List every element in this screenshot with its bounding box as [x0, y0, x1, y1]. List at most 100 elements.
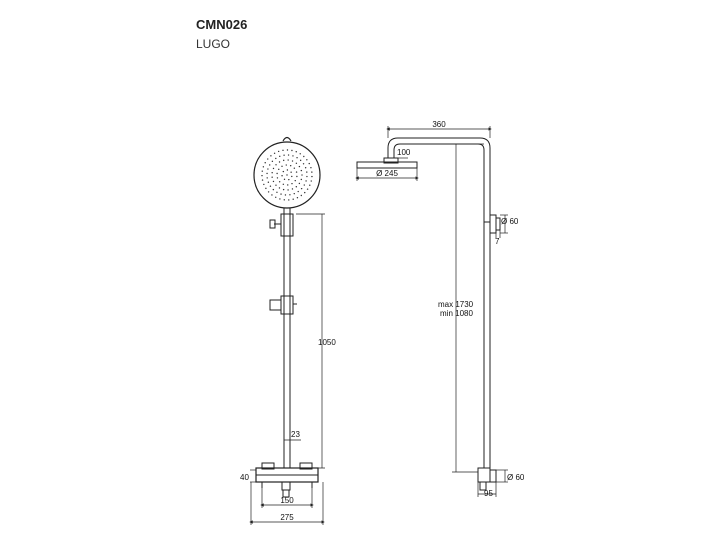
nozzle-dot	[301, 174, 303, 176]
nozzle-dot	[272, 180, 275, 183]
nozzle-dot	[294, 179, 296, 182]
nozzle-dot	[264, 162, 266, 164]
dim-mixer-height: 40	[240, 473, 249, 482]
shower-head-front	[253, 141, 321, 209]
nozzle-dot	[291, 160, 294, 162]
nozzle-dot	[288, 178, 290, 181]
nozzle-dot	[273, 152, 276, 154]
nozzle-dot	[261, 174, 263, 177]
nozzle-dot	[263, 183, 265, 186]
nozzle-dot	[287, 184, 289, 186]
side-view	[355, 126, 508, 497]
nozzle-dot	[291, 182, 293, 185]
nozzle-dot	[261, 170, 263, 172]
nozzle-dot	[267, 158, 269, 160]
nozzle-dot	[281, 175, 283, 177]
nozzle-dot	[295, 151, 297, 153]
nozzle-dot	[267, 181, 270, 183]
nozzle-dot	[271, 172, 273, 174]
nozzle-dot	[269, 185, 272, 187]
nozzle-dot	[287, 159, 289, 161]
nozzle-dot	[306, 175, 308, 178]
nozzle-dot	[282, 183, 285, 185]
nozzle-dot	[272, 167, 275, 170]
nozzle-dot	[271, 160, 274, 163]
dim-rail-offset: 23	[291, 430, 300, 439]
dim-wall-diameter: Ø 60	[507, 473, 525, 482]
nozzle-dot	[304, 167, 307, 169]
nozzle-dot	[306, 171, 308, 173]
nozzle-dot	[286, 174, 288, 176]
nozzle-dot	[291, 175, 293, 178]
nozzle-dot	[286, 169, 289, 171]
nozzle-dot	[289, 165, 292, 167]
nozzle-dot	[311, 175, 313, 178]
nozzle-dot	[296, 175, 298, 178]
nozzle-dot	[276, 177, 279, 179]
nozzle-dot	[287, 189, 289, 191]
shower-head-side	[356, 161, 418, 169]
nozzle-dot	[293, 192, 295, 195]
slider-holder	[280, 295, 294, 315]
dim-bracket-depth: 7	[495, 237, 500, 246]
nozzle-dot	[300, 169, 303, 172]
nozzle-dot	[276, 172, 278, 175]
nozzle-dot	[275, 164, 277, 166]
nozzle-dot	[292, 155, 294, 157]
shower-arm	[387, 137, 491, 468]
nozzle-dot	[306, 159, 308, 161]
nozzle-dot	[309, 184, 311, 186]
nozzle-dot	[303, 155, 305, 158]
nozzle-dot	[266, 172, 268, 175]
nozzle-dot	[295, 162, 298, 164]
nozzle-pattern	[261, 149, 313, 201]
nozzle-dot	[306, 188, 309, 190]
dim-arm-length: 360	[432, 120, 446, 129]
nozzle-dot	[308, 162, 310, 165]
nozzle-dot	[298, 165, 301, 168]
nozzle-dot	[284, 194, 287, 196]
nozzle-dot	[310, 180, 312, 182]
nozzle-dot	[283, 199, 285, 201]
nozzle-dot	[270, 155, 272, 157]
nozzle-dot	[283, 154, 285, 156]
nozzle-dot	[267, 191, 270, 193]
nozzle-dot	[295, 186, 298, 188]
nozzle-dot	[291, 188, 294, 190]
nozzle-dot	[278, 181, 281, 183]
nozzle-dot	[271, 176, 273, 178]
nozzle-dot	[300, 187, 303, 190]
nozzle-dot	[285, 164, 287, 166]
nozzle-dot	[262, 166, 265, 168]
nozzle-dot	[267, 168, 269, 170]
nozzle-dot	[269, 164, 271, 166]
nozzle-dot	[287, 154, 290, 156]
nozzle-dot	[278, 168, 280, 171]
dim-height-rail: 1050	[318, 338, 336, 347]
nozzle-dot	[292, 198, 294, 200]
dim-wall-depth: 95	[484, 489, 493, 498]
nozzle-dot	[275, 157, 277, 160]
wall-bracket-upper	[489, 214, 497, 234]
nozzle-dot	[298, 182, 301, 185]
dim-bracket-diameter: Ø 60	[501, 217, 519, 226]
nozzle-dot	[282, 149, 284, 152]
nozzle-dot	[290, 171, 292, 173]
nozzle-dot	[304, 191, 306, 194]
nozzle-dot	[275, 184, 277, 186]
nozzle-dot	[279, 155, 281, 158]
dim-head-diameter: Ø 245	[376, 169, 398, 178]
upper-bracket	[280, 213, 294, 237]
nozzle-dot	[282, 188, 285, 191]
nozzle-dot	[291, 149, 293, 152]
nozzle-dot	[296, 197, 299, 199]
nozzle-dot	[299, 153, 301, 155]
nozzle-dot	[302, 163, 305, 165]
mixer-body-side	[477, 467, 491, 483]
nozzle-dot	[283, 178, 286, 181]
nozzle-dot	[279, 198, 281, 200]
nozzle-dot	[265, 187, 267, 190]
nozzle-dot	[272, 188, 275, 191]
dim-head-drop: 100	[397, 148, 411, 157]
